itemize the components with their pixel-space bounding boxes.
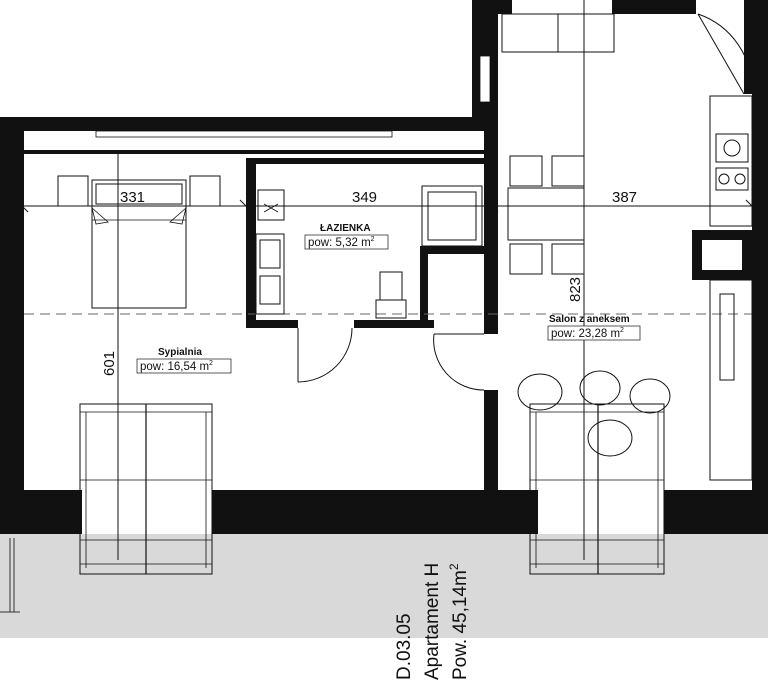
bedroom-balcony-door	[79, 403, 213, 575]
exterior-walls	[0, 0, 768, 534]
entrance-door	[697, 13, 753, 95]
vertical-dimension-lines	[117, 0, 585, 560]
armchairs	[517, 370, 671, 457]
bathroom-name: ŁAZIENKA	[320, 223, 371, 234]
dimension-bathroom-width: 349	[352, 189, 377, 206]
dimension-bedroom-width: 331	[120, 189, 145, 206]
balcony-area	[0, 534, 768, 638]
top-cabinets	[501, 13, 615, 53]
dimension-living-width: 387	[612, 189, 637, 206]
dining-table	[507, 155, 585, 275]
balcony-railing	[0, 538, 20, 613]
apartment-code: D.03.05	[394, 613, 415, 680]
horizontal-dimension-line	[0, 199, 768, 213]
bathroom-door	[297, 327, 353, 383]
living-balcony-door	[529, 403, 665, 575]
bedroom-area-box	[136, 358, 232, 374]
dimension-living-depth: 823	[567, 277, 584, 302]
living-name: Salon z aneksem	[549, 314, 630, 325]
bedroom-area: pow: 16,54 m2	[140, 360, 213, 373]
living-door	[433, 333, 485, 391]
bathroom-area-box	[304, 234, 389, 250]
living-area-box	[547, 325, 641, 341]
living-area: pow: 23,28 m2	[551, 327, 624, 340]
apartment-label: D.03.05 Apartament H Pow. 45,14m2	[394, 563, 471, 680]
apartment-name: Apartament H	[422, 563, 443, 680]
kitchen-counter	[709, 95, 753, 481]
bedroom-name: Sypialnia	[158, 347, 202, 358]
dimension-bedroom-depth: 601	[101, 351, 118, 376]
apartment-area: Pow. 45,14m2	[447, 563, 471, 680]
bed	[91, 179, 187, 309]
bathroom-fixtures	[255, 185, 483, 319]
bathroom-area: pow: 5,32 m2	[308, 236, 375, 249]
interior-walls	[246, 130, 752, 490]
